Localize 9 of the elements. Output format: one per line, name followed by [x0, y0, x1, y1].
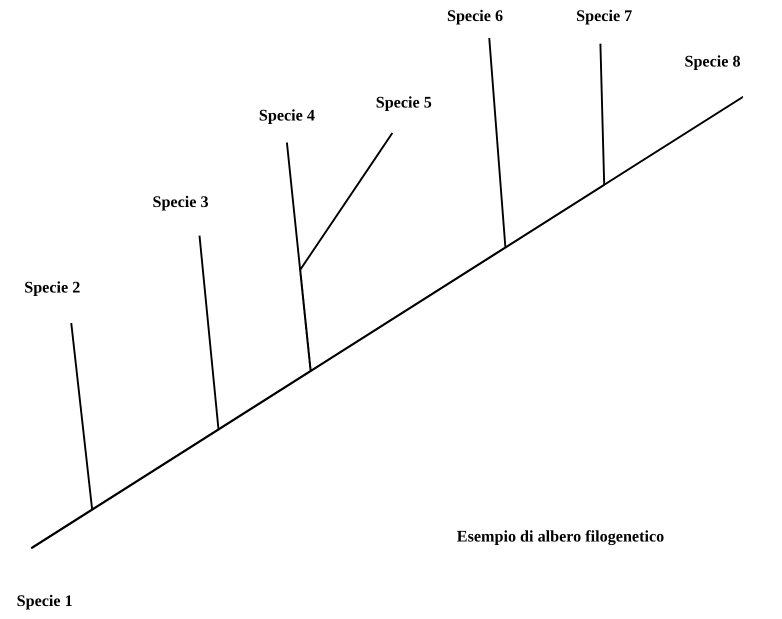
caption: Esempio di albero filogenetico [456, 527, 664, 546]
species-label: Specie 8 [684, 52, 741, 72]
species-label: Specie 3 [152, 192, 209, 212]
species-label: Specie 7 [576, 6, 632, 26]
species-label: Specie 4 [258, 106, 315, 126]
species-label: Specie 2 [24, 278, 80, 298]
species-label: Specie 6 [446, 6, 504, 26]
species-label: Specie 5 [376, 93, 432, 112]
species-label: Specie 1 [16, 592, 73, 611]
